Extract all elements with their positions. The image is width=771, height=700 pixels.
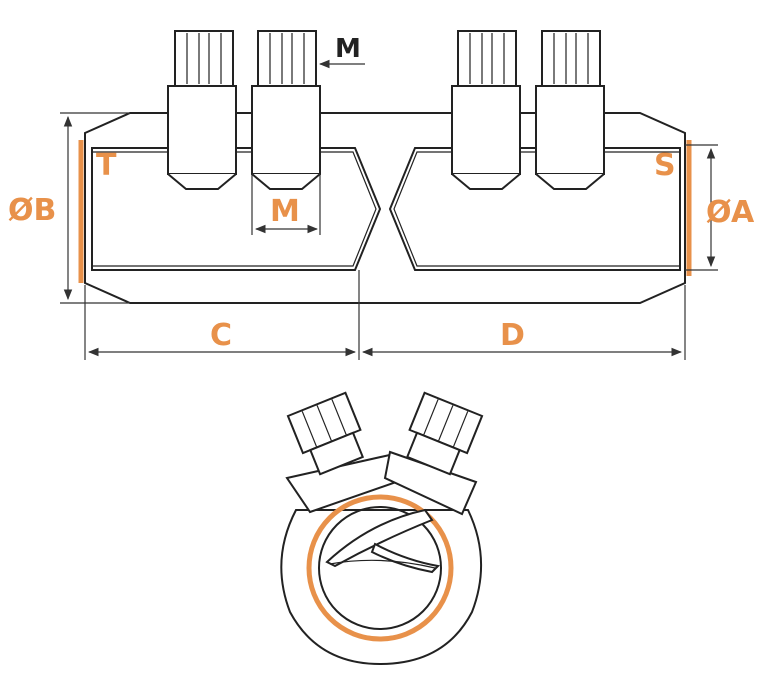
end-view-bolt-tip-left bbox=[325, 508, 434, 568]
label-length-d: D bbox=[500, 318, 525, 353]
shear-bolt-1 bbox=[167, 30, 237, 190]
right-bore bbox=[388, 147, 681, 271]
side-view: ØB ØA T S M M C D bbox=[8, 30, 755, 360]
label-length-c: C bbox=[210, 318, 232, 353]
end-view-bolt-left bbox=[286, 391, 365, 476]
dimension-m-mid bbox=[251, 174, 321, 235]
shear-bolt-3 bbox=[451, 30, 521, 190]
left-bore bbox=[91, 147, 382, 271]
dimension-b bbox=[60, 112, 130, 304]
label-screw-m-mid: M bbox=[270, 194, 300, 229]
label-end-s: S bbox=[654, 148, 676, 183]
label-screw-m-top: M bbox=[335, 34, 361, 64]
end-view-bolt-right bbox=[405, 391, 484, 476]
label-end-t: T bbox=[96, 148, 117, 183]
end-view-body bbox=[280, 509, 483, 666]
label-dim-b: ØB bbox=[8, 193, 56, 228]
shear-bolt-4 bbox=[535, 30, 605, 190]
shear-bolt-2 bbox=[251, 30, 321, 190]
end-view bbox=[280, 391, 484, 666]
end-view-bore bbox=[318, 506, 442, 630]
dimension-a bbox=[685, 144, 718, 271]
label-dim-a: ØA bbox=[706, 195, 755, 230]
end-view-orange-ring bbox=[306, 494, 454, 642]
dimension-c-d bbox=[84, 270, 686, 360]
